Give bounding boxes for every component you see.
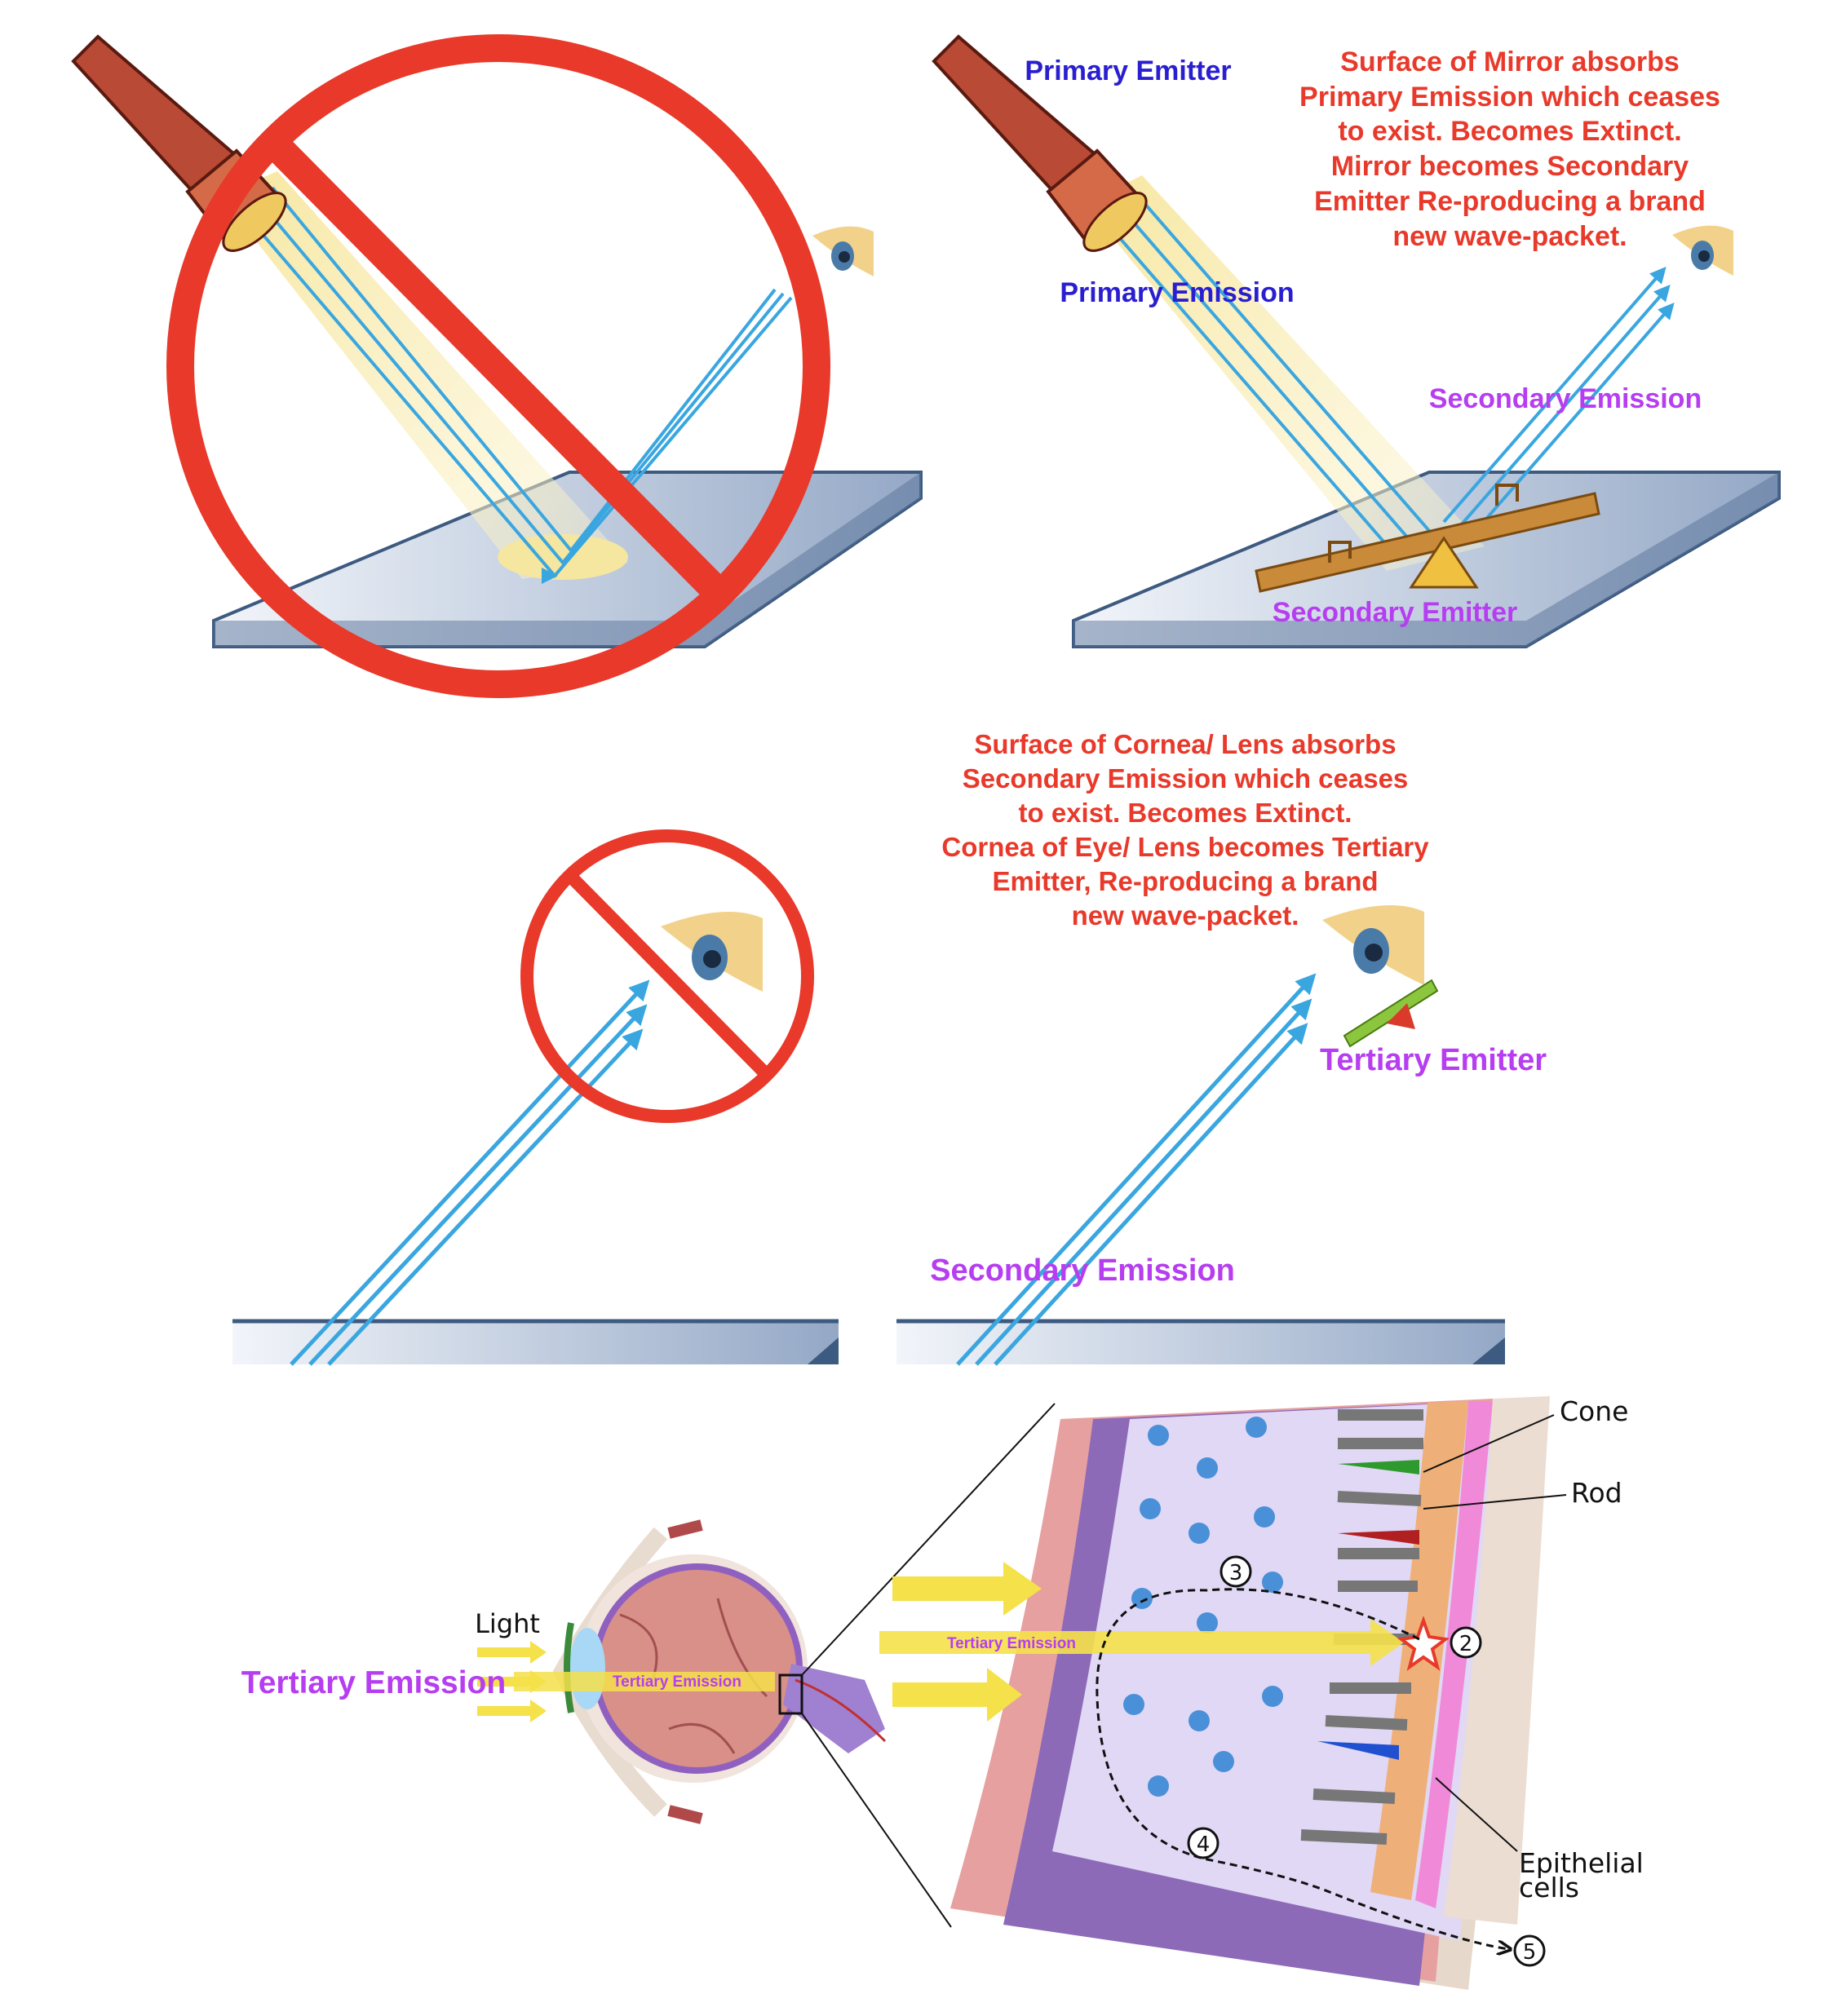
panel-4-tertiary-emitter: Tertiary Emitter Secondary Emission Surf…	[896, 729, 1547, 1366]
eye-icon	[1672, 225, 1733, 276]
note-line: Primary Emission which ceases	[1299, 82, 1720, 113]
note-line: to exist. Becomes Extinct.	[1338, 116, 1681, 147]
retina-cross-section	[950, 1396, 1550, 1990]
secondary-rays	[956, 973, 1317, 1366]
step-number: 4	[1197, 1833, 1211, 1857]
rod-label: Rod	[1571, 1477, 1622, 1509]
light-beam	[1085, 175, 1485, 571]
light-label: Light	[475, 1608, 540, 1639]
primary-emitter-label: Primary Emitter	[1025, 55, 1231, 86]
step-number: 5	[1523, 1940, 1537, 1965]
step-3: 3	[1220, 1555, 1252, 1588]
note-line: to exist. Becomes Extinct.	[1019, 798, 1352, 828]
tertiary-emitter-label: Tertiary Emitter	[1320, 1043, 1547, 1077]
signal-path	[1096, 1588, 1509, 1949]
mirror-edge	[214, 472, 921, 647]
eye-icon	[812, 226, 874, 276]
tertiary-emission-small-label: Tertiary Emission	[947, 1635, 1076, 1652]
green-cone	[1338, 1460, 1419, 1474]
secondary-emission-label: Secondary Emission	[930, 1253, 1235, 1288]
epithelial-label-line1: Epithelial	[1519, 1847, 1644, 1879]
epithelial-label-line2: cells	[1519, 1872, 1579, 1903]
primary-emission-label: Primary Emission	[1060, 277, 1294, 308]
light-beam	[220, 171, 628, 579]
reflected-rays	[1442, 266, 1675, 532]
note-line: Cornea of Eye/ Lens becomes Tertiary	[941, 832, 1429, 862]
secondary-emitter-label: Secondary Emitter	[1273, 597, 1517, 628]
panel-2-mirror-emitter: Primary Emitter Primary Emission Seconda…	[932, 34, 1781, 648]
neurons	[1123, 1417, 1283, 1797]
step-4: 4	[1187, 1827, 1220, 1859]
eye-icon	[1322, 905, 1424, 985]
step-5: 5	[1513, 1934, 1546, 1967]
mirror-note: Surface of Mirror absorbs Primary Emissi…	[1299, 46, 1720, 252]
incident-rays	[1096, 194, 1437, 556]
tertiary-emission-label: Tertiary Emission	[241, 1665, 506, 1700]
note-line: new wave-packet.	[1072, 900, 1299, 931]
cornea-note: Surface of Cornea/ Lens absorbs Secondar…	[941, 729, 1429, 931]
light-arrows-small	[477, 1641, 547, 1722]
step-2: 2	[1450, 1626, 1482, 1659]
note-line: Mirror becomes Secondary	[1331, 151, 1689, 182]
zoom-box	[778, 1673, 803, 1715]
prohibition-sign	[520, 829, 814, 1123]
flashlight-icon	[932, 34, 1148, 252]
panel-3-prohibited	[232, 829, 839, 1366]
note-line: Surface of Mirror absorbs	[1340, 46, 1680, 77]
note-line: new wave-packet.	[1392, 221, 1627, 252]
note-line: Surface of Cornea/ Lens absorbs	[974, 729, 1396, 759]
mirror-edge	[1073, 472, 1779, 647]
blue-cone	[1317, 1741, 1399, 1760]
step-number: 3	[1229, 1561, 1243, 1585]
incident-rays	[235, 186, 793, 585]
tertiary-seesaw-icon	[1343, 979, 1439, 1048]
absorption-star	[1397, 1615, 1450, 1671]
mirror-plate	[232, 1320, 839, 1364]
red-cone	[1338, 1530, 1419, 1545]
note-line: Emitter Re-producing a brand	[1314, 186, 1706, 217]
tertiary-emission-small-label: Tertiary Emission	[613, 1673, 741, 1691]
secondary-emission-label: Secondary Emission	[1429, 383, 1702, 414]
eyeball	[552, 1519, 887, 1824]
seesaw-icon	[1255, 484, 1600, 593]
tertiary-emission-arrows	[879, 1562, 1404, 1722]
eye-icon	[661, 912, 763, 992]
eye-anatomy-diagram: Tertiary Emission Light Tertiary Emissio…	[241, 1395, 1644, 1990]
prohibition-sign	[166, 34, 830, 698]
step-number: 2	[1459, 1632, 1473, 1656]
panel-1-prohibited	[71, 34, 923, 698]
note-line: Secondary Emission which ceases	[963, 763, 1409, 794]
mirror-plate	[896, 1320, 1505, 1364]
secondary-rays	[290, 979, 650, 1366]
tertiary-emission-band	[514, 1672, 775, 1691]
cone-label: Cone	[1560, 1395, 1628, 1427]
leader-lines	[1423, 1414, 1567, 1852]
note-line: Emitter, Re-producing a brand	[992, 866, 1378, 896]
step-markers: 2 3 4 5	[1187, 1555, 1546, 1967]
